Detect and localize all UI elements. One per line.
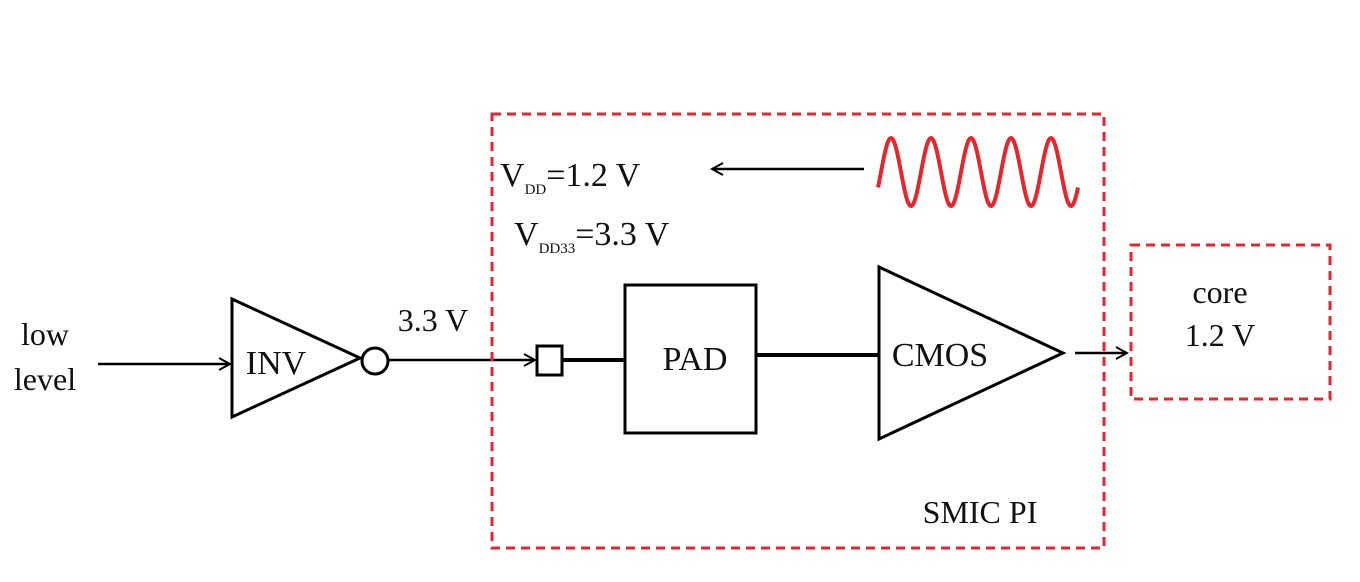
vdd-label: VDD=1.2 V <box>500 157 641 198</box>
core-label-line1: core <box>1192 274 1247 310</box>
cmos-buffer-triangle <box>877 264 1067 442</box>
smic-block-title: SMIC PI <box>923 494 1038 530</box>
svg-text:VDD=1.2 V: VDD=1.2 V <box>500 157 641 198</box>
inverter-bubble <box>360 346 390 376</box>
input-label-line2: level <box>14 361 76 397</box>
cmos-label: CMOS <box>892 337 988 374</box>
pad-connector <box>535 344 564 377</box>
svg-text:VDD33=3.3 V: VDD33=3.3 V <box>514 216 670 257</box>
pad-block <box>623 283 758 435</box>
smic-boundary <box>490 112 1106 550</box>
inverter-output-voltage: 3.3 V <box>398 302 469 338</box>
core-label-line2: 1.2 V <box>1185 317 1256 353</box>
input-label-line1: low <box>21 316 69 352</box>
pad-label: PAD <box>663 341 728 378</box>
inverter-triangle <box>230 296 364 420</box>
vdd33-label: VDD33=3.3 V <box>514 216 670 257</box>
core-boundary <box>1129 243 1332 401</box>
inverter-label: INV <box>246 345 307 382</box>
noise-wave-icon <box>876 135 1080 209</box>
